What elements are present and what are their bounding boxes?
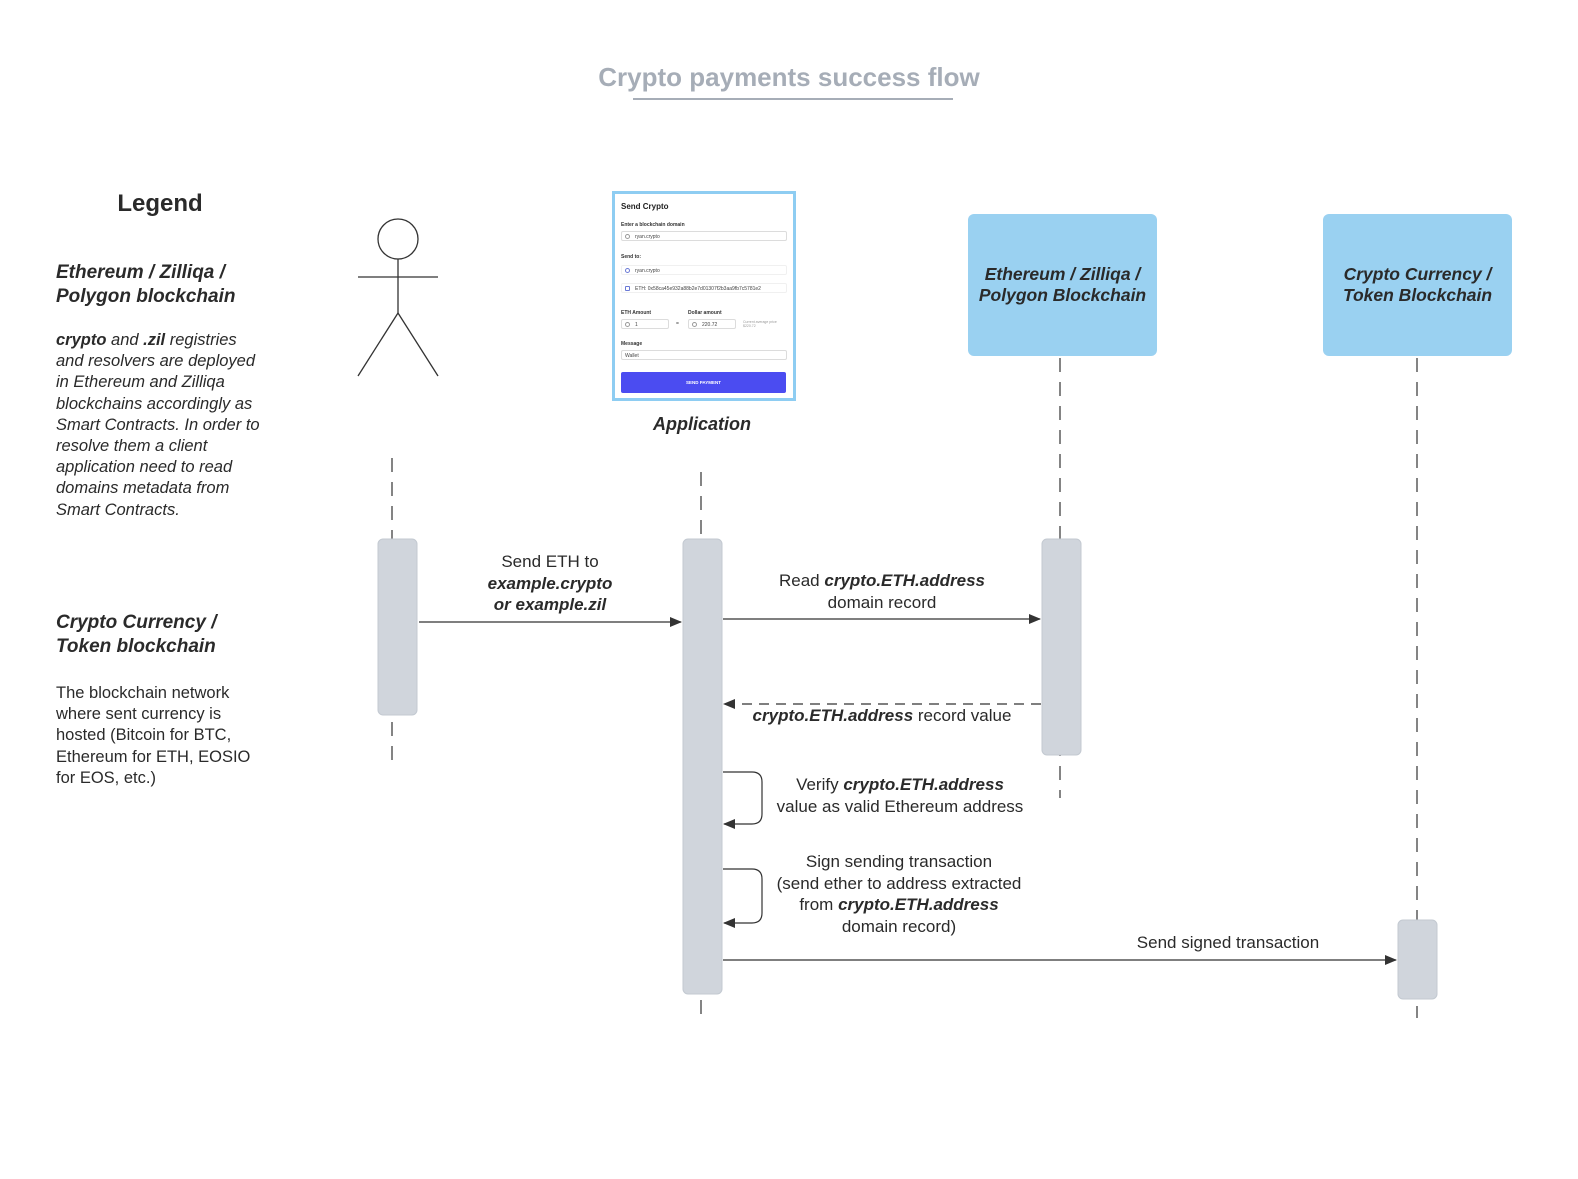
mockup-message-value: Wallet — [625, 353, 639, 359]
mockup-domain-label: Enter a blockchain domain — [621, 222, 685, 228]
legend-currency-heading: Crypto Currency / Token blockchain — [56, 612, 217, 657]
message-send-eth-line1: Send ETH to — [501, 552, 599, 571]
participant-ethereum-label: Ethereum / Zilliqa / Polygon Blockchain — [978, 264, 1147, 305]
message-read-record: Read crypto.ETH.address domain record — [742, 570, 1022, 613]
legend-currency-text: The blockchain network where sent curren… — [56, 684, 251, 787]
activation-currency — [1397, 919, 1438, 1000]
message-verify: Verify crypto.ETH.address value as valid… — [760, 774, 1040, 817]
legend-ethereum-heading: Ethereum / Zilliqa / Polygon blockchain — [56, 262, 236, 307]
diagram-title: Crypto payments success flow — [598, 62, 980, 92]
message-send-eth-line2: example.crypto — [487, 573, 613, 593]
mockup-eth-icon — [625, 286, 630, 291]
mockup-approx-sign: = — [676, 321, 679, 327]
message-sign-line3-bold: crypto.ETH.address — [838, 895, 999, 914]
mockup-eth-amount-value: 1 — [635, 322, 638, 328]
mockup-eth-address-row: ETH: 0x58ca45e932a88b2e7d01307f2b3aa9fb7… — [621, 283, 787, 293]
mockup-eth-amount-label: ETH Amount — [621, 310, 652, 316]
mockup-user-icon — [625, 268, 630, 273]
message-record-value-suffix: record value — [913, 706, 1012, 725]
application-label: Application — [653, 414, 751, 434]
mockup-send-to-label: Send to: — [621, 254, 641, 260]
message-sign-line3-prefix: from — [799, 895, 839, 914]
mockup-eth-amount-icon — [625, 322, 630, 327]
message-sign-line4: domain record) — [841, 916, 957, 936]
arrow-sign-self — [723, 868, 763, 928]
mockup-send-to-domain-row: ryan.crypto — [621, 265, 787, 275]
legend-title: Legend — [117, 190, 203, 217]
arrow-verify-self — [723, 771, 763, 829]
legend-zil-term: .zil — [143, 331, 166, 349]
message-sign-line2: (send ether to address extracted — [776, 873, 1022, 893]
mockup-price-note: Current average price $220.72 — [743, 320, 777, 328]
title-underline — [633, 98, 953, 100]
activation-application — [682, 538, 723, 995]
mockup-dollar-amount-label: Dollar amount — [688, 310, 722, 316]
mockup-send-payment-button: SEND PAYMENT — [621, 372, 786, 393]
activation-user — [377, 538, 418, 716]
message-record-value-bold: crypto.ETH.address — [752, 706, 914, 725]
message-read-line2: domain record — [827, 592, 937, 612]
message-sign-line1: Sign sending transaction — [805, 852, 993, 871]
message-send-eth-line3: or example.zil — [493, 595, 607, 614]
mockup-dollar-amount-value: 220.72 — [702, 322, 718, 328]
mockup-domain-icon — [625, 234, 630, 239]
participant-ethereum-blockchain: Ethereum / Zilliqa / Polygon Blockchain — [968, 214, 1157, 356]
legend-ethereum-description: registries and resolvers are deployed in… — [56, 331, 260, 519]
send-crypto-mockup: Send Crypto Enter a blockchain domain ry… — [612, 191, 796, 401]
participant-currency-blockchain: Crypto Currency / Token Blockchain — [1323, 214, 1512, 356]
mockup-title: Send Crypto — [621, 202, 669, 211]
mockup-message-label: Message — [621, 341, 643, 347]
legend-crypto-term: crypto — [56, 331, 107, 349]
legend-ethereum-text: crypto and .zil registries and resolvers… — [56, 330, 261, 521]
mockup-dollar-icon — [692, 322, 697, 327]
message-read-bold: crypto.ETH.address — [824, 571, 985, 590]
message-read-prefix: Read — [779, 571, 825, 590]
mockup-message-input: Wallet — [621, 350, 787, 360]
message-verify-bold: crypto.ETH.address — [843, 775, 1004, 794]
message-send-eth: Send ETH to example.crypto or example.zi… — [440, 551, 660, 616]
mockup-domain-value: ryan.crypto — [635, 234, 660, 240]
actor-user-icon — [357, 218, 439, 377]
mockup-eth-amount-input: 1 — [621, 319, 669, 329]
legend-and-word: and — [106, 331, 144, 349]
message-verify-line2: value as valid Ethereum address — [776, 796, 1024, 816]
mockup-send-to-domain: ryan.crypto — [635, 268, 660, 274]
mockup-dollar-amount-input: 220.72 — [688, 319, 736, 329]
participant-currency-label: Crypto Currency / Token Blockchain — [1342, 264, 1493, 305]
message-send-signed: Send signed transaction — [1136, 933, 1320, 952]
activation-ethereum — [1041, 538, 1082, 756]
mockup-domain-input: ryan.crypto — [621, 231, 787, 241]
message-sign: Sign sending transaction (send ether to … — [759, 851, 1039, 937]
mockup-eth-address: ETH: 0x58ca45e932a88b2e7d01307f2b3aa9fb7… — [635, 286, 761, 292]
message-verify-prefix: Verify — [796, 775, 844, 794]
message-record-value: crypto.ETH.address record value — [732, 705, 1032, 727]
